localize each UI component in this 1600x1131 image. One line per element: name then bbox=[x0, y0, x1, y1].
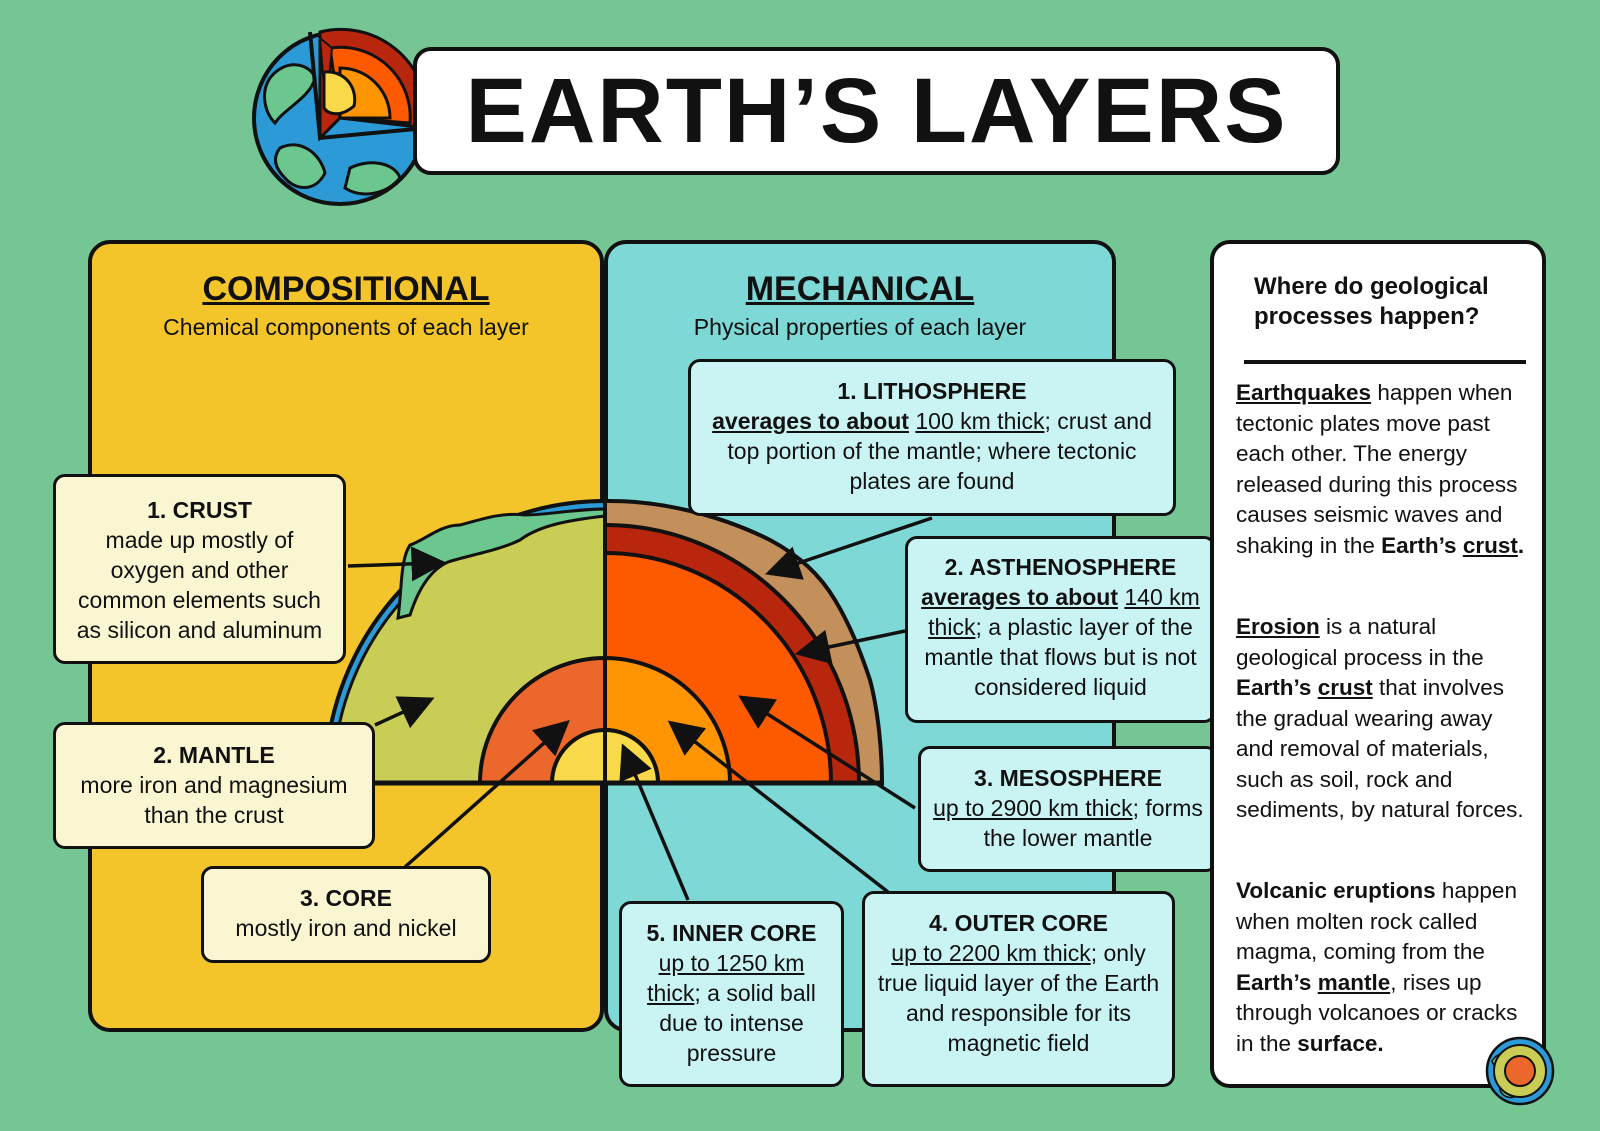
inner-core-u1: up to 1250 km thick bbox=[647, 950, 805, 1006]
mesosphere-rest: ; forms the lower mantle bbox=[983, 795, 1203, 851]
asthenosphere-u1: averages to about bbox=[921, 584, 1118, 610]
erosion-paragraph: Erosion is a natural geological process … bbox=[1236, 612, 1536, 826]
outer-core-title: 4. OUTER CORE bbox=[929, 910, 1108, 936]
crust-text: made up mostly of oxygen and other commo… bbox=[76, 527, 323, 643]
mesosphere-u1: up to 2900 km thick bbox=[933, 795, 1133, 821]
lithosphere-u2: 100 km thick bbox=[915, 408, 1045, 434]
earthquakes-term: Earthquakes bbox=[1236, 380, 1372, 405]
mesosphere-title: 3. MESOSPHERE bbox=[974, 765, 1162, 791]
outer-core-label: 4. OUTER CORE up to 2200 km thick; only … bbox=[862, 891, 1175, 1087]
volcanic-text: happen when molten rock called magma, co… bbox=[1236, 878, 1517, 964]
earthquakes-crust: crust bbox=[1462, 532, 1518, 558]
earthquakes-paragraph: Earthquakes happen when tectonic plates … bbox=[1236, 378, 1536, 561]
asthenosphere-rest: ; a plastic layer of the mantle that flo… bbox=[924, 614, 1197, 700]
earthquakes-text: happen when tectonic plates move past ea… bbox=[1236, 380, 1518, 558]
asthenosphere-title: 2. ASTHENOSPHERE bbox=[944, 554, 1177, 580]
lithosphere-title: 1. LITHOSPHERE bbox=[837, 378, 1027, 404]
lithosphere-label: 1. LITHOSPHERE averages to about 100 km … bbox=[688, 359, 1176, 516]
volcanic-paragraph: Volcanic eruptions happen when molten ro… bbox=[1236, 876, 1536, 1059]
outer-core-u1: up to 2200 km thick bbox=[891, 940, 1091, 966]
volcanic-text2: , rises up through volcanoes or cracks i… bbox=[1236, 969, 1518, 1056]
compositional-heading: COMPOSITIONAL bbox=[202, 270, 490, 308]
volcanic-mantle: mantle bbox=[1317, 969, 1391, 995]
sidebar-question: Where do geological processes happen? bbox=[1254, 273, 1489, 330]
volcanic-earths: Earth’s bbox=[1236, 969, 1318, 995]
geological-processes-sidebar: Where do geological processes happen? Ea… bbox=[1210, 240, 1546, 1088]
erosion-text2: that involves the gradual wearing away a… bbox=[1236, 675, 1524, 822]
earthquakes-end: . bbox=[1517, 532, 1525, 558]
mesosphere-label: 3. MESOSPHERE up to 2900 km thick; forms… bbox=[918, 746, 1218, 872]
mantle-title: 2. MANTLE bbox=[153, 742, 275, 768]
earthquakes-earths: Earth’s bbox=[1381, 532, 1463, 558]
asthenosphere-label: 2. ASTHENOSPHERE averages to about 140 k… bbox=[905, 536, 1216, 723]
erosion-term: Erosion bbox=[1236, 614, 1320, 639]
erosion-crust: crust bbox=[1317, 675, 1373, 700]
sidebar-divider bbox=[1244, 360, 1526, 364]
core-label: 3. CORE mostly iron and nickel bbox=[201, 866, 491, 963]
erosion-earths: Earth’s bbox=[1236, 675, 1318, 700]
volcanic-term: Volcanic eruptions bbox=[1236, 878, 1436, 903]
inner-core-label: 5. INNER CORE up to 1250 km thick; a sol… bbox=[619, 901, 844, 1087]
core-text: mostly iron and nickel bbox=[235, 915, 457, 941]
asthenosphere-u2: 140 km thick bbox=[928, 584, 1200, 640]
mantle-text: more iron and magnesium than the crust bbox=[80, 772, 348, 828]
lithosphere-u1: averages to about bbox=[712, 408, 909, 434]
inner-core-title: 5. INNER CORE bbox=[646, 920, 817, 946]
mechanical-heading: MECHANICAL bbox=[745, 270, 975, 308]
crust-label: 1. CRUST made up mostly of oxygen and ot… bbox=[53, 474, 346, 664]
outer-core-rest: ; only true liquid layer of the Earth an… bbox=[877, 940, 1160, 1056]
title-banner: EARTH’S LAYERS bbox=[413, 47, 1340, 175]
volcanic-surface: surface bbox=[1297, 1030, 1378, 1056]
erosion-text: is a natural geological process in the bbox=[1236, 614, 1484, 670]
volcanic-end: . bbox=[1377, 1030, 1384, 1056]
inner-core-rest: ; a solid ball due to intense pressure bbox=[659, 980, 816, 1066]
crust-title: 1. CRUST bbox=[147, 497, 252, 523]
mantle-label: 2. MANTLE more iron and magnesium than t… bbox=[53, 722, 375, 849]
lithosphere-rest: ; crust and top portion of the mantle; w… bbox=[727, 408, 1152, 494]
compositional-subheading: Chemical components of each layer bbox=[163, 314, 529, 340]
core-title: 3. CORE bbox=[299, 885, 393, 911]
page-title: EARTH’S LAYERS bbox=[465, 59, 1288, 162]
mechanical-subheading: Physical properties of each layer bbox=[693, 314, 1027, 340]
